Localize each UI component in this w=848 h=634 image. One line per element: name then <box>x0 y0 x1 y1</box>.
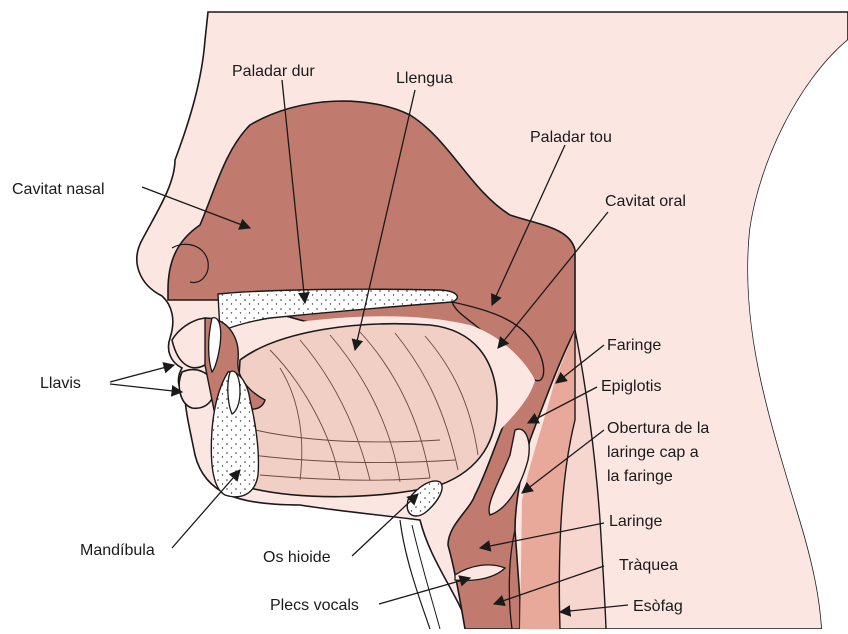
label-llengua: Llengua <box>396 70 453 87</box>
label-faringe: Faringe <box>607 337 661 354</box>
label-esofag: Esòfag <box>633 598 683 615</box>
arrow-mandibula <box>172 470 240 548</box>
label-cavitat-oral: Cavitat oral <box>605 193 686 210</box>
label-epiglotis: Epiglotis <box>601 378 661 395</box>
label-traquea: Tràquea <box>619 557 678 574</box>
label-paladar-dur: Paladar dur <box>232 63 315 80</box>
label-os-hioide: Os hioide <box>263 549 331 566</box>
label-obertura-2: laringe cap a <box>607 444 699 461</box>
label-laringe: Laringe <box>609 513 662 530</box>
label-paladar-tou: Paladar tou <box>530 129 612 146</box>
label-mandibula: Mandíbula <box>80 542 155 559</box>
label-cavitat-nasal: Cavitat nasal <box>12 181 105 198</box>
arrow-llavis-upper <box>110 365 174 382</box>
arrow-llavis-lower <box>110 384 182 392</box>
label-plecs-vocals: Plecs vocals <box>270 597 359 614</box>
label-obertura-1: Obertura de la <box>607 420 709 437</box>
label-llavis: Llavis <box>40 375 81 392</box>
label-obertura-3: la faringe <box>607 468 673 485</box>
